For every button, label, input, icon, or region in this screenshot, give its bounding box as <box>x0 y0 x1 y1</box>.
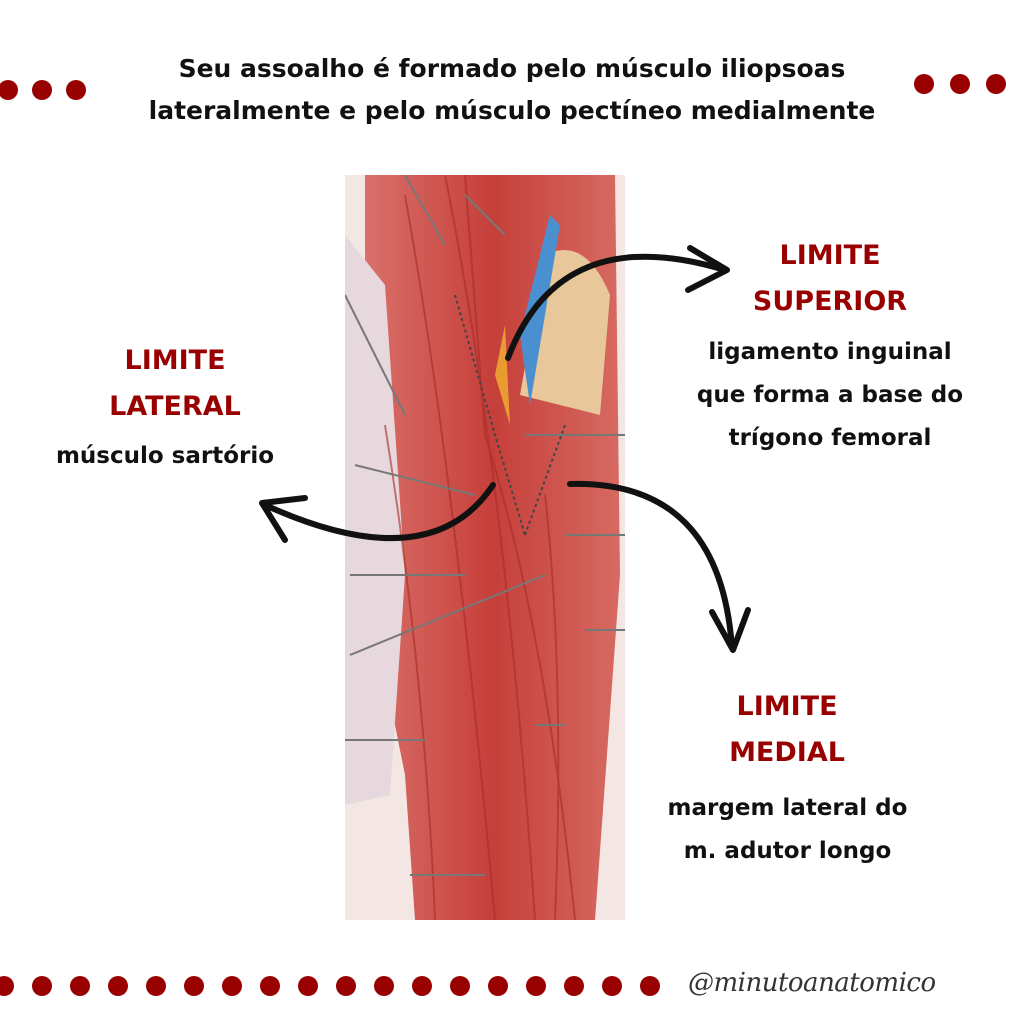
bottom-dot <box>108 976 128 996</box>
bottom-dot <box>0 976 14 996</box>
medial-desc-line1: margem lateral do <box>667 795 908 821</box>
bottom-dot <box>336 976 356 996</box>
superior-desc: ligamento inguinal que forma a base do t… <box>680 331 980 460</box>
bottom-dot <box>640 976 660 996</box>
bottom-dot <box>488 976 508 996</box>
title-line-1: Seu assoalho é formado pelo músculo ilio… <box>178 54 846 83</box>
bottom-dot <box>260 976 280 996</box>
lateral-heading-line2: LATERAL <box>109 391 241 422</box>
medial-heading-line1: LIMITE <box>736 691 838 722</box>
superior-desc-line1: ligamento inguinal <box>708 339 952 365</box>
lateral-heading: LIMITE LATERAL <box>60 338 290 430</box>
superior-desc-line2: que forma a base do <box>696 382 964 408</box>
bottom-dot <box>298 976 318 996</box>
instagram-handle: @minutoanatomico <box>688 968 936 998</box>
bottom-dot <box>602 976 622 996</box>
arrow-to-medial <box>567 480 735 651</box>
superior-desc-line3: trígono femoral <box>728 425 932 451</box>
medial-desc: margem lateral do m. adutor longo <box>640 787 935 873</box>
bottom-dot <box>222 976 242 996</box>
bottom-dot <box>412 976 432 996</box>
arrow-to-lateral <box>262 482 496 541</box>
bottom-dot <box>564 976 584 996</box>
superior-heading-line1: LIMITE <box>779 240 881 271</box>
bottom-dot <box>146 976 166 996</box>
lateral-desc: músculo sartório <box>55 443 275 469</box>
bottom-dot <box>450 976 470 996</box>
title-line-2: lateralmente e pelo músculo pectíneo med… <box>148 96 876 125</box>
medial-desc-line2: m. adutor longo <box>683 838 892 864</box>
medial-heading-line2: MEDIAL <box>729 737 845 768</box>
bottom-dot <box>32 976 52 996</box>
medial-heading: LIMITE MEDIAL <box>672 684 902 776</box>
arrow-to-superior <box>505 253 728 361</box>
page-title: Seu assoalho é formado pelo músculo ilio… <box>100 48 924 132</box>
bottom-dot <box>526 976 546 996</box>
superior-heading: LIMITE SUPERIOR <box>715 233 945 325</box>
bottom-dot <box>70 976 90 996</box>
lateral-heading-line1: LIMITE <box>124 345 226 376</box>
thigh-anatomy-illustration <box>345 175 625 920</box>
bottom-dot <box>374 976 394 996</box>
superior-heading-line2: SUPERIOR <box>752 286 908 317</box>
bottom-dot <box>184 976 204 996</box>
